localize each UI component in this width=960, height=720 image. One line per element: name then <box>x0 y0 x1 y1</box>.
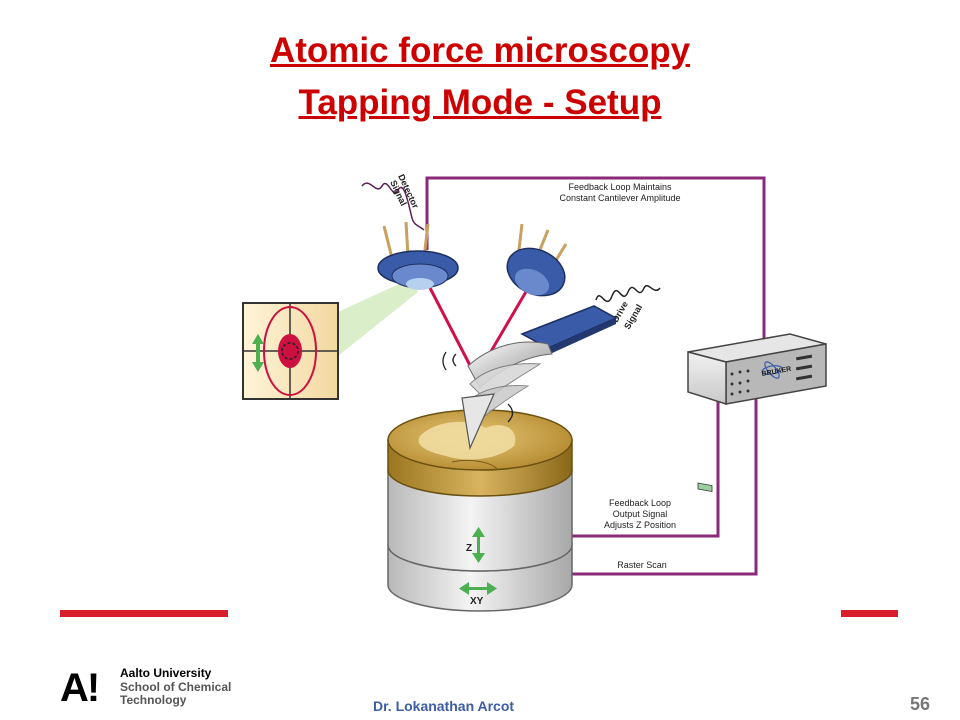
label-feedback-out-1: Feedback Loop <box>609 498 671 508</box>
label-feedback-top-1: Feedback Loop Maintains <box>568 182 672 192</box>
scanner-stage: Z XY <box>387 409 573 612</box>
photodetector-housing <box>377 221 459 290</box>
slide-title-line2: Tapping Mode - Setup <box>298 83 662 122</box>
logo-school-line1: School of Chemical <box>120 679 232 694</box>
cantilever-probe <box>442 305 618 451</box>
feedback-wiring <box>425 176 766 576</box>
accent-bar-left <box>60 610 228 617</box>
drive-signal-wave <box>595 285 661 303</box>
probe-tip <box>461 393 495 451</box>
xy-axis-arrow-icon <box>459 582 497 595</box>
up-down-arrow-icon <box>252 334 264 372</box>
aalto-logo-mark: A! <box>60 666 100 710</box>
label-z: Z <box>466 543 472 554</box>
label-feedback-out-2: Output Signal <box>613 509 668 519</box>
label-feedback-out-3: Adjusts Z Position <box>604 520 676 530</box>
label-raster-scan: Raster Scan <box>617 560 667 570</box>
detector-signal-wave <box>361 182 425 231</box>
raster-scan-line <box>541 398 758 576</box>
label-xy: XY <box>470 596 484 607</box>
z-axis-arrow-icon <box>472 527 485 563</box>
controller-logo-icon <box>761 361 783 379</box>
label-feedback-top-2: Constant Cantilever Amplitude <box>559 193 680 203</box>
footer-author: Dr. Lokanathan Arcot <box>373 698 515 714</box>
logo-school-line2: Technology <box>120 693 187 707</box>
aalto-logo-text: Aalto University School of Chemical Tech… <box>120 666 232 708</box>
feedback-controller-box[interactable]: BRUKER <box>687 333 827 493</box>
slide-title-line1: Atomic force microscopy <box>269 31 691 70</box>
page-number: 56 <box>910 694 931 714</box>
feedback-z-line <box>541 398 720 538</box>
feedback-top-line <box>425 176 766 343</box>
laser-cone <box>338 278 418 356</box>
accent-bar-right <box>841 610 898 617</box>
logo-university: Aalto University <box>120 666 212 680</box>
laser-beam-reflected <box>426 283 478 378</box>
laser-housing <box>506 223 568 297</box>
quadrant-photodetector <box>242 278 418 400</box>
